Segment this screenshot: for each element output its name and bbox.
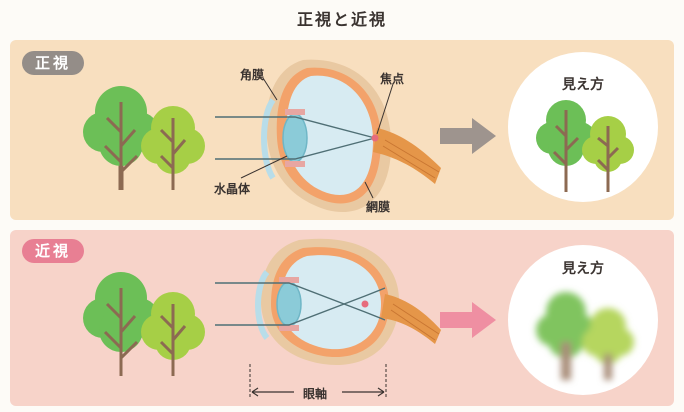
retina-label: 網膜 [366, 198, 390, 215]
focus-label: 焦点 [380, 70, 404, 87]
arrow-right-icon [440, 300, 498, 340]
emmetropia-tag: 正視 [22, 51, 84, 75]
view-title: 見え方 [562, 258, 604, 278]
diagram-title: 正視と近視 [0, 6, 684, 30]
cornea-label: 角膜 [240, 66, 264, 83]
blurred-trees-view [528, 282, 638, 386]
view-title: 見え方 [562, 74, 604, 94]
lens-label: 水晶体 [214, 180, 250, 197]
myopia-tag: 近視 [22, 239, 84, 263]
arrow-right-icon [440, 116, 498, 156]
eye-diagram-myopia [215, 238, 445, 368]
sharp-trees-view [528, 92, 638, 196]
trees-illustration [75, 268, 210, 383]
trees-illustration [75, 82, 210, 197]
axial-length-label: 眼軸 [303, 385, 327, 402]
